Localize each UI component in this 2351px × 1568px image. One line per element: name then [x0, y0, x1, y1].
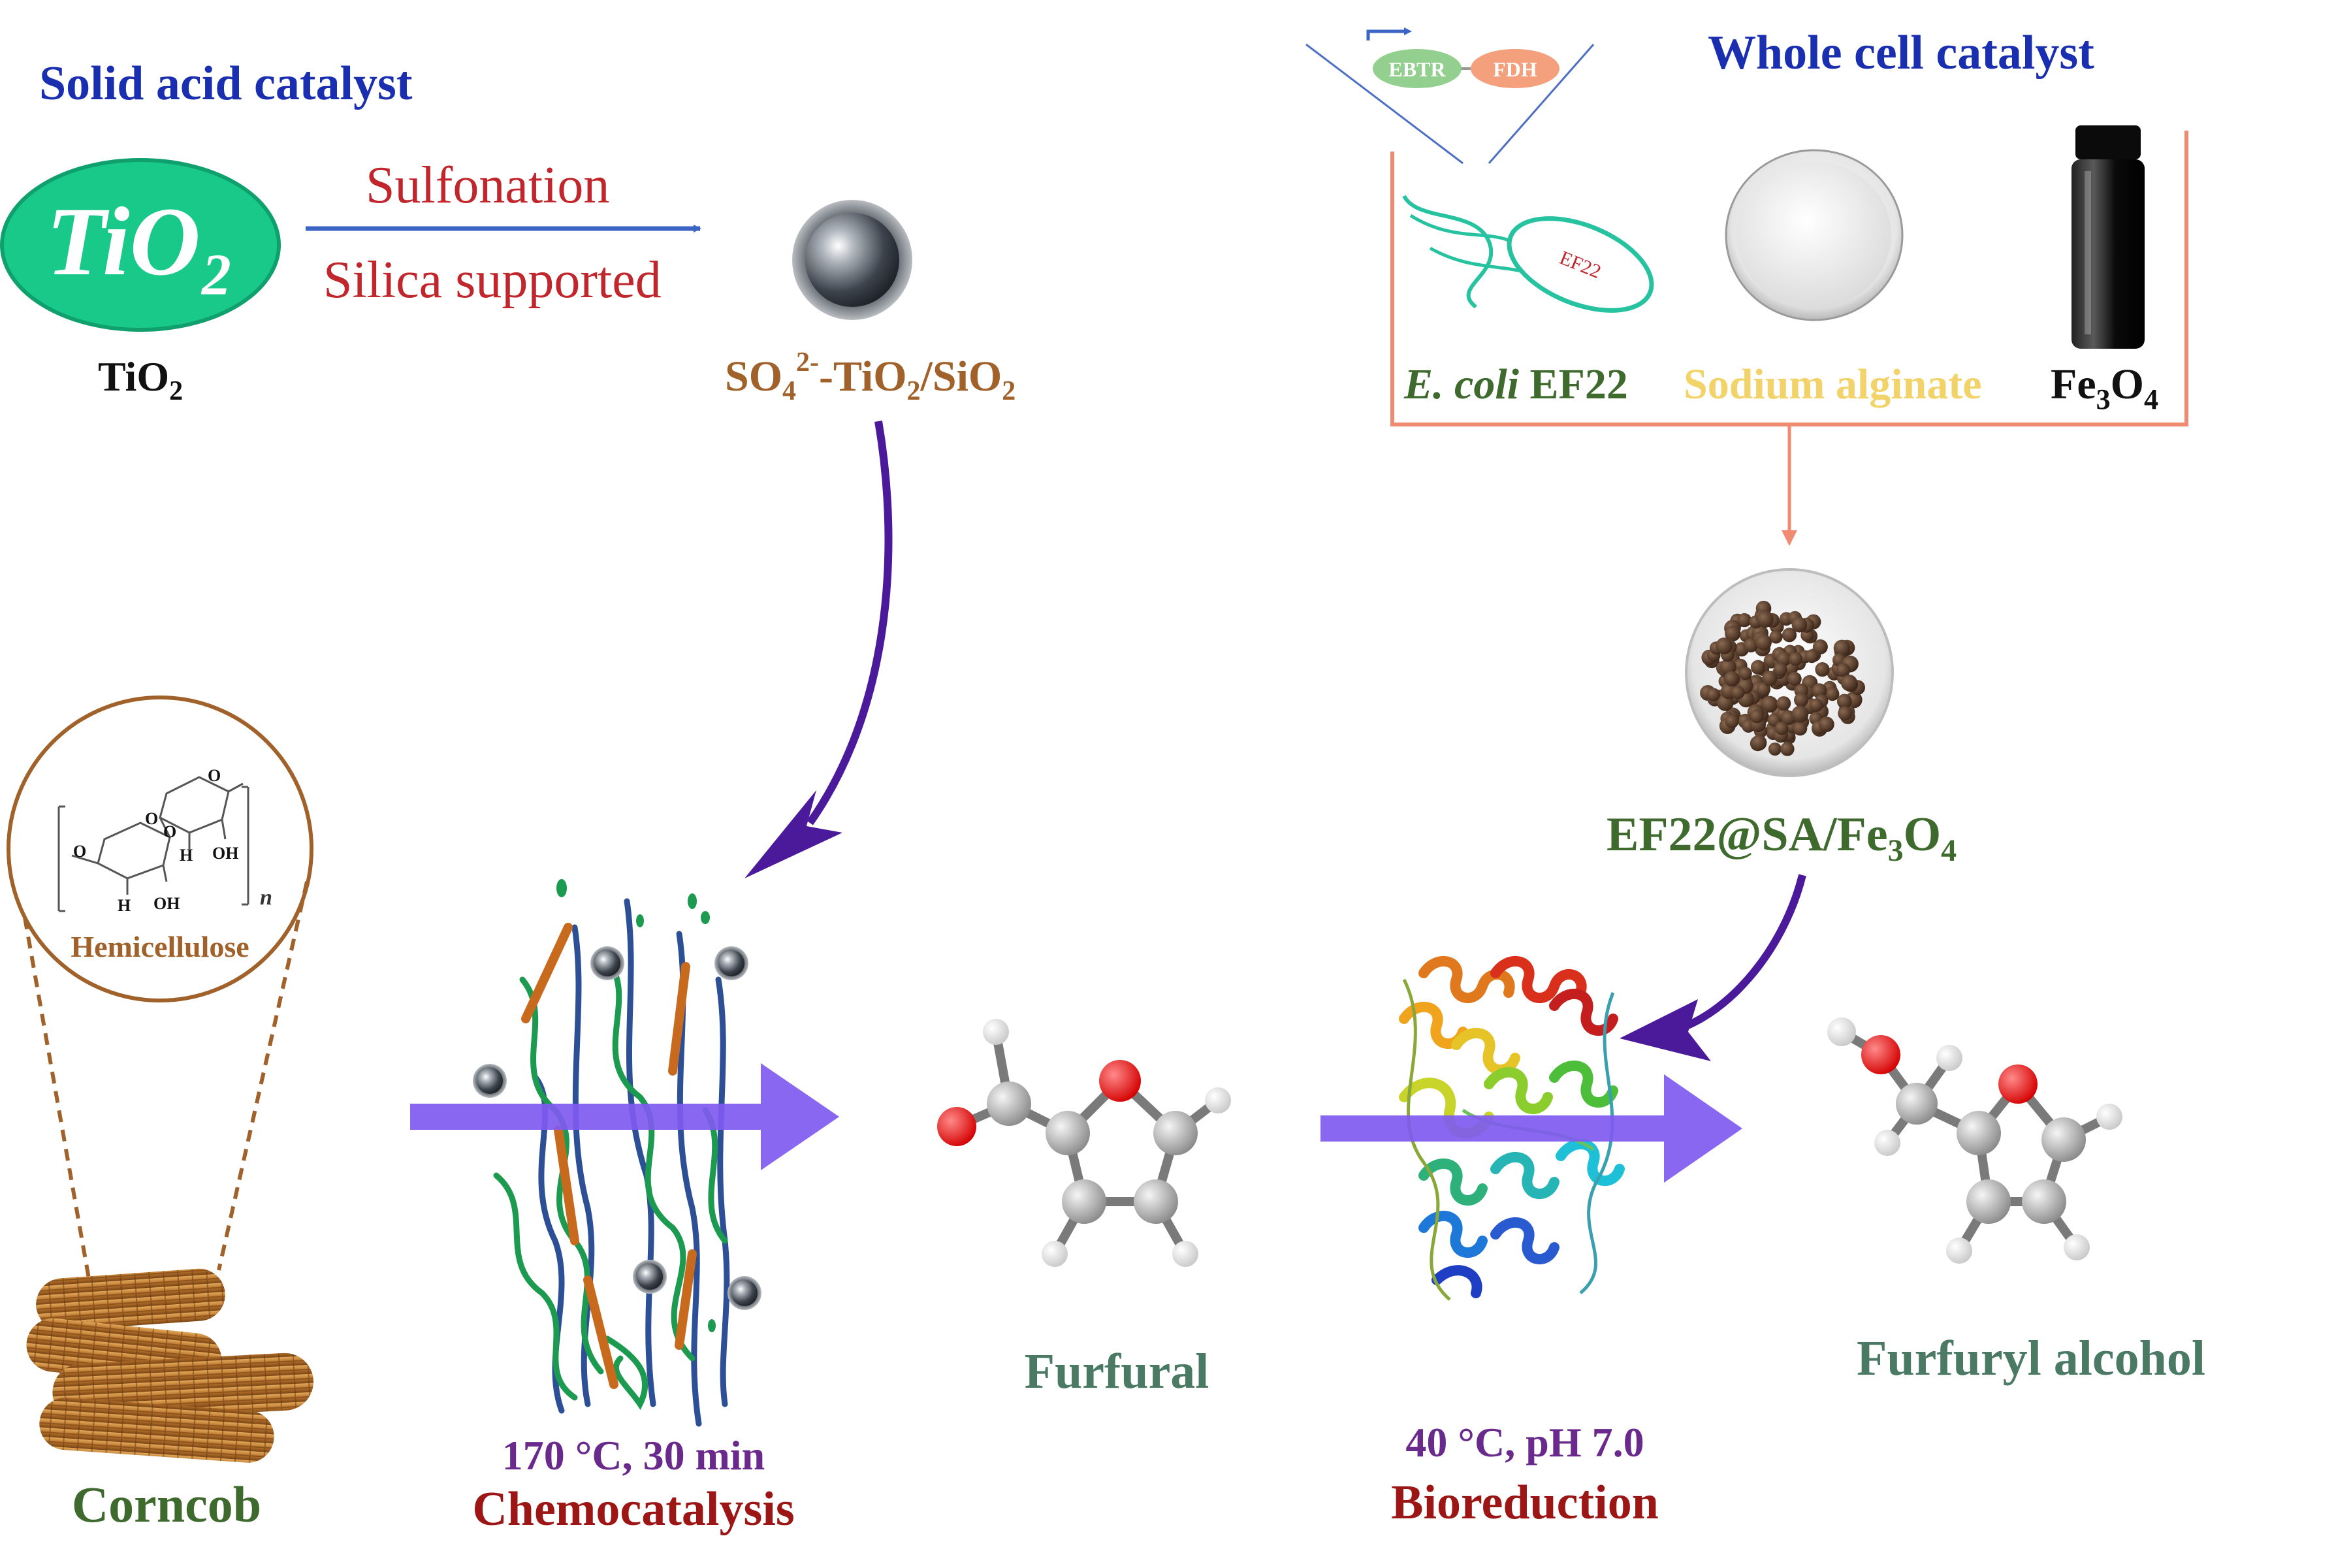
- bead: [1737, 613, 1751, 628]
- chemocatalysis-label: Chemocatalysis: [472, 1482, 794, 1536]
- fe3o4-vial-icon: [2071, 125, 2145, 349]
- sulfonation-label: Sulfonation: [366, 157, 609, 214]
- furfuryl-alcohol-label: Furfuryl alcohol: [1857, 1331, 2205, 1386]
- nanoparticle-icon: [792, 200, 912, 320]
- bead: [1773, 662, 1787, 677]
- bead: [1756, 682, 1771, 696]
- bead: [1819, 716, 1834, 732]
- bead: [1789, 652, 1803, 666]
- bead: [1791, 616, 1808, 633]
- furfuryl-alcohol-molecule-icon: [1827, 1017, 2122, 1264]
- fe3o4-label: Fe3O4: [2051, 360, 2158, 415]
- catalyst-particles: [473, 946, 761, 1310]
- hemi-o-2: O: [208, 766, 221, 785]
- whole-cell-catalyst-title: Whole cell catalyst: [1708, 26, 2094, 80]
- tio2-oval-icon: TiO₂: [0, 158, 281, 332]
- catalyst-to-reaction-arrow: [807, 420, 893, 825]
- bio-conditions-label: 40 °C, pH 7.0: [1405, 1419, 1644, 1465]
- bioreduction-label: Bioreduction: [1391, 1476, 1659, 1529]
- ecoli-cell-icon: EF22: [1402, 195, 1654, 313]
- hemi-o-4: O: [73, 842, 86, 861]
- corncob-label: Corncob: [72, 1476, 261, 1533]
- tio2-label: TiO2: [98, 353, 183, 406]
- bioreduction-arrow: [1320, 1074, 1742, 1183]
- silica-supported-label: Silica supported: [323, 251, 662, 309]
- hemi-h-2: H: [180, 846, 193, 865]
- furfural-molecule-icon: [937, 1019, 1231, 1267]
- hemicellulose-label: Hemicellulose: [71, 930, 249, 963]
- bead: [1769, 630, 1783, 644]
- fdh-label: FDH: [1493, 57, 1537, 81]
- chemocatalysis-arrow: [410, 1063, 839, 1170]
- bead: [1841, 675, 1858, 692]
- hemi-o-3: O: [163, 822, 176, 841]
- hemi-oh-1: OH: [153, 894, 180, 913]
- bead: [1768, 743, 1782, 756]
- bead: [1755, 634, 1772, 651]
- hemi-oh-2: OH: [212, 844, 238, 863]
- bead: [1780, 742, 1795, 756]
- hemi-h-1: H: [118, 896, 131, 915]
- furfural-label: Furfural: [1025, 1344, 1209, 1399]
- bead: [1787, 671, 1802, 686]
- bead: [1774, 721, 1789, 735]
- bead: [1791, 705, 1809, 723]
- hemi-o-1: O: [145, 809, 158, 828]
- bead: [1706, 688, 1720, 701]
- catalyst-to-reaction-arrowhead: [744, 790, 842, 878]
- bead: [1750, 709, 1764, 724]
- bead: [1836, 694, 1852, 709]
- tio2-oval-text: TiO₂: [46, 187, 234, 296]
- bead: [1825, 687, 1840, 701]
- solid-acid-catalyst-title: Solid acid catalyst: [39, 57, 413, 110]
- enzyme-structure-icon: [1399, 956, 1625, 1301]
- ef22-sa-fe3o4-label: EF22@SA/Fe3O4: [1607, 808, 1957, 868]
- gene-construct-icon: EBTR FDH: [1305, 27, 1595, 165]
- bead-dish-icon: [1685, 568, 1894, 777]
- bead: [1757, 611, 1774, 628]
- chemo-conditions-label: 170 °C, 30 min: [502, 1432, 765, 1479]
- bead: [1762, 670, 1778, 686]
- ebtr-label: EBTR: [1388, 57, 1446, 81]
- bead: [1836, 663, 1850, 677]
- bead: [1725, 626, 1741, 642]
- bead: [1750, 660, 1766, 675]
- beads-to-enzyme-arrowhead: [1620, 999, 1711, 1061]
- zoom-line-right: [217, 881, 309, 1271]
- bead: [1738, 667, 1752, 680]
- sodium-alginate-dish-icon: [1725, 149, 1904, 321]
- bead: [1833, 639, 1851, 657]
- bead: [1810, 698, 1823, 712]
- zoom-line-left: [23, 917, 93, 1294]
- bead: [1782, 628, 1797, 643]
- bead: [1804, 649, 1819, 664]
- bead: [1716, 637, 1733, 654]
- ecoli-ef22-label: E. coli EF22: [1403, 360, 1628, 408]
- corncob-icon: [26, 1268, 313, 1463]
- hemicellulose-structure-icon: O O O O H OH H OH n Hemicellulose: [7, 696, 313, 1002]
- hemi-n-label: n: [260, 886, 272, 910]
- bead: [1812, 639, 1828, 654]
- bead: [1731, 686, 1745, 699]
- bead: [1793, 721, 1808, 736]
- sodium-alginate-label: Sodium alginate: [1684, 360, 1982, 408]
- bead: [1815, 662, 1830, 677]
- bead: [1723, 671, 1740, 686]
- bead: [1751, 735, 1767, 751]
- bead: [1838, 706, 1853, 721]
- so4-tio2-sio2-label: SO42--TiO2/SiO2: [725, 347, 1016, 406]
- beads-to-enzyme-arrow: [1667, 874, 1806, 1036]
- bead: [1794, 692, 1808, 707]
- bead: [1725, 714, 1739, 729]
- bead: [1776, 696, 1791, 711]
- bead: [1761, 696, 1778, 713]
